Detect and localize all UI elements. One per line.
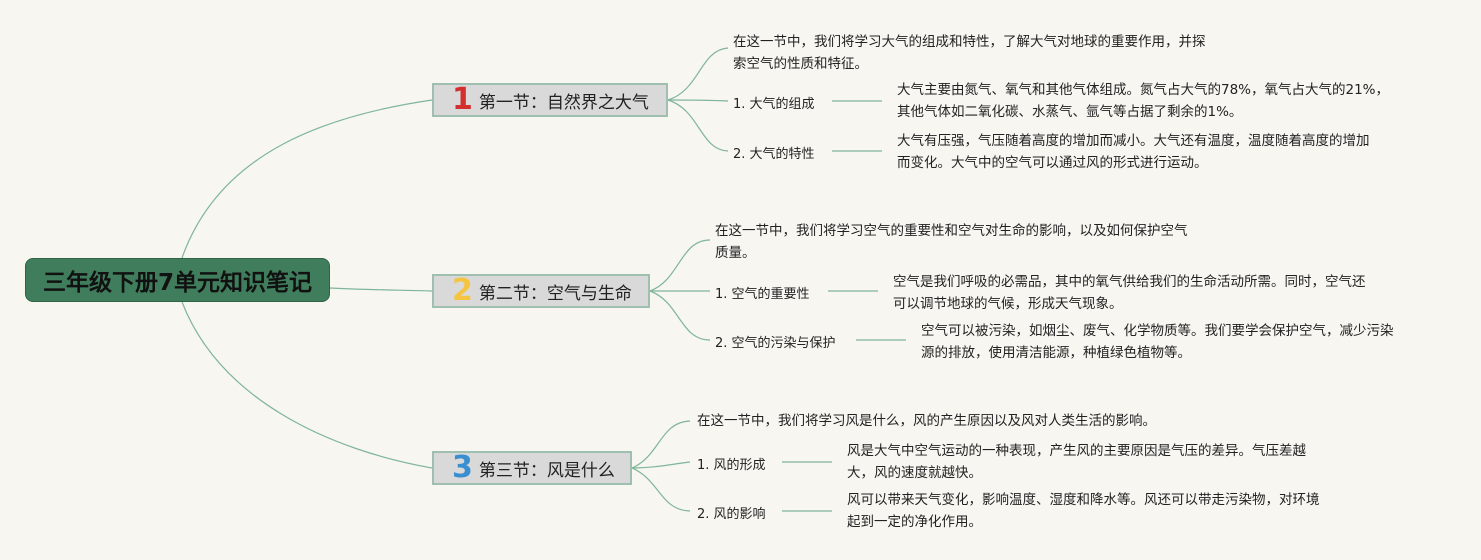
section-1-item-1-label: 1. 大气的组成 [733, 97, 815, 112]
section-1-intro: 在这一节中，我们将学习大气的组成和特性，了解大气对地球的重要作用，并探索空气的性… [733, 34, 1206, 72]
section-3-item-1-label: 1. 风的形成 [697, 458, 766, 473]
root-to-sec3-line [181, 301, 433, 469]
section-3-item-1-text: 风是大气中空气运动的一种表现，产生风的主要原因是气压的差异。气压差越大，风的速度… [847, 443, 1306, 481]
section-2-title: 第二节：空气与生命 [478, 283, 632, 304]
section-2-item-1-label: 1. 空气的重要性 [715, 287, 810, 302]
section-1-title: 第一节：自然界之大气 [478, 92, 649, 113]
section-2-item-2-text: 空气可以被污染，如烟尘、废气、化学物质等。我们要学会保护空气，减少污染源的排放，… [921, 323, 1394, 361]
section-2-node[interactable]: 2 第二节：空气与生命 [432, 274, 650, 308]
section-3-intro: 在这一节中，我们将学习风是什么，风的产生原因以及风对人类生活的影响。 [697, 413, 1156, 429]
section-3-item-2-label: 2. 风的影响 [697, 507, 766, 522]
section-3-title: 第三节：风是什么 [478, 460, 615, 481]
section-1-node[interactable]: 1 第一节：自然界之大气 [432, 83, 668, 117]
section-2-number: 2 [452, 273, 473, 308]
root-to-sec2-line [329, 287, 433, 292]
section-2-intro: 在这一节中，我们将学习空气的重要性和空气对生命的影响，以及如何保护空气质量。 [715, 223, 1188, 261]
root-to-sec1-line [181, 99, 433, 259]
section-1-item-2-label: 2. 大气的特性 [733, 147, 815, 162]
section-1-number: 1 [452, 82, 473, 117]
root-topic[interactable]: 三年级下册7单元知识笔记 [25, 258, 330, 302]
section-2-item-1-text: 空气是我们呼吸的必需品，其中的氧气供给我们的生命活动所需。同时，空气还可以调节地… [893, 274, 1366, 312]
section-1-item-2-text: 大气有压强，气压随着高度的增加而减小。大气还有温度，温度随着高度的增加而变化。大… [897, 133, 1370, 171]
section-1-item-1-text: 大气主要由氮气、氧气和其他气体组成。氮气占大气的78%，氧气占大气的21%，其他… [897, 82, 1390, 120]
section-3-number: 3 [452, 450, 473, 485]
section-3-node[interactable]: 3 第三节：风是什么 [432, 451, 632, 485]
section-2-item-2-label: 2. 空气的污染与保护 [715, 336, 836, 351]
section-3-item-2-text: 风可以带来天气变化，影响温度、湿度和降水等。风还可以带走污染物，对环境起到一定的… [847, 492, 1320, 530]
